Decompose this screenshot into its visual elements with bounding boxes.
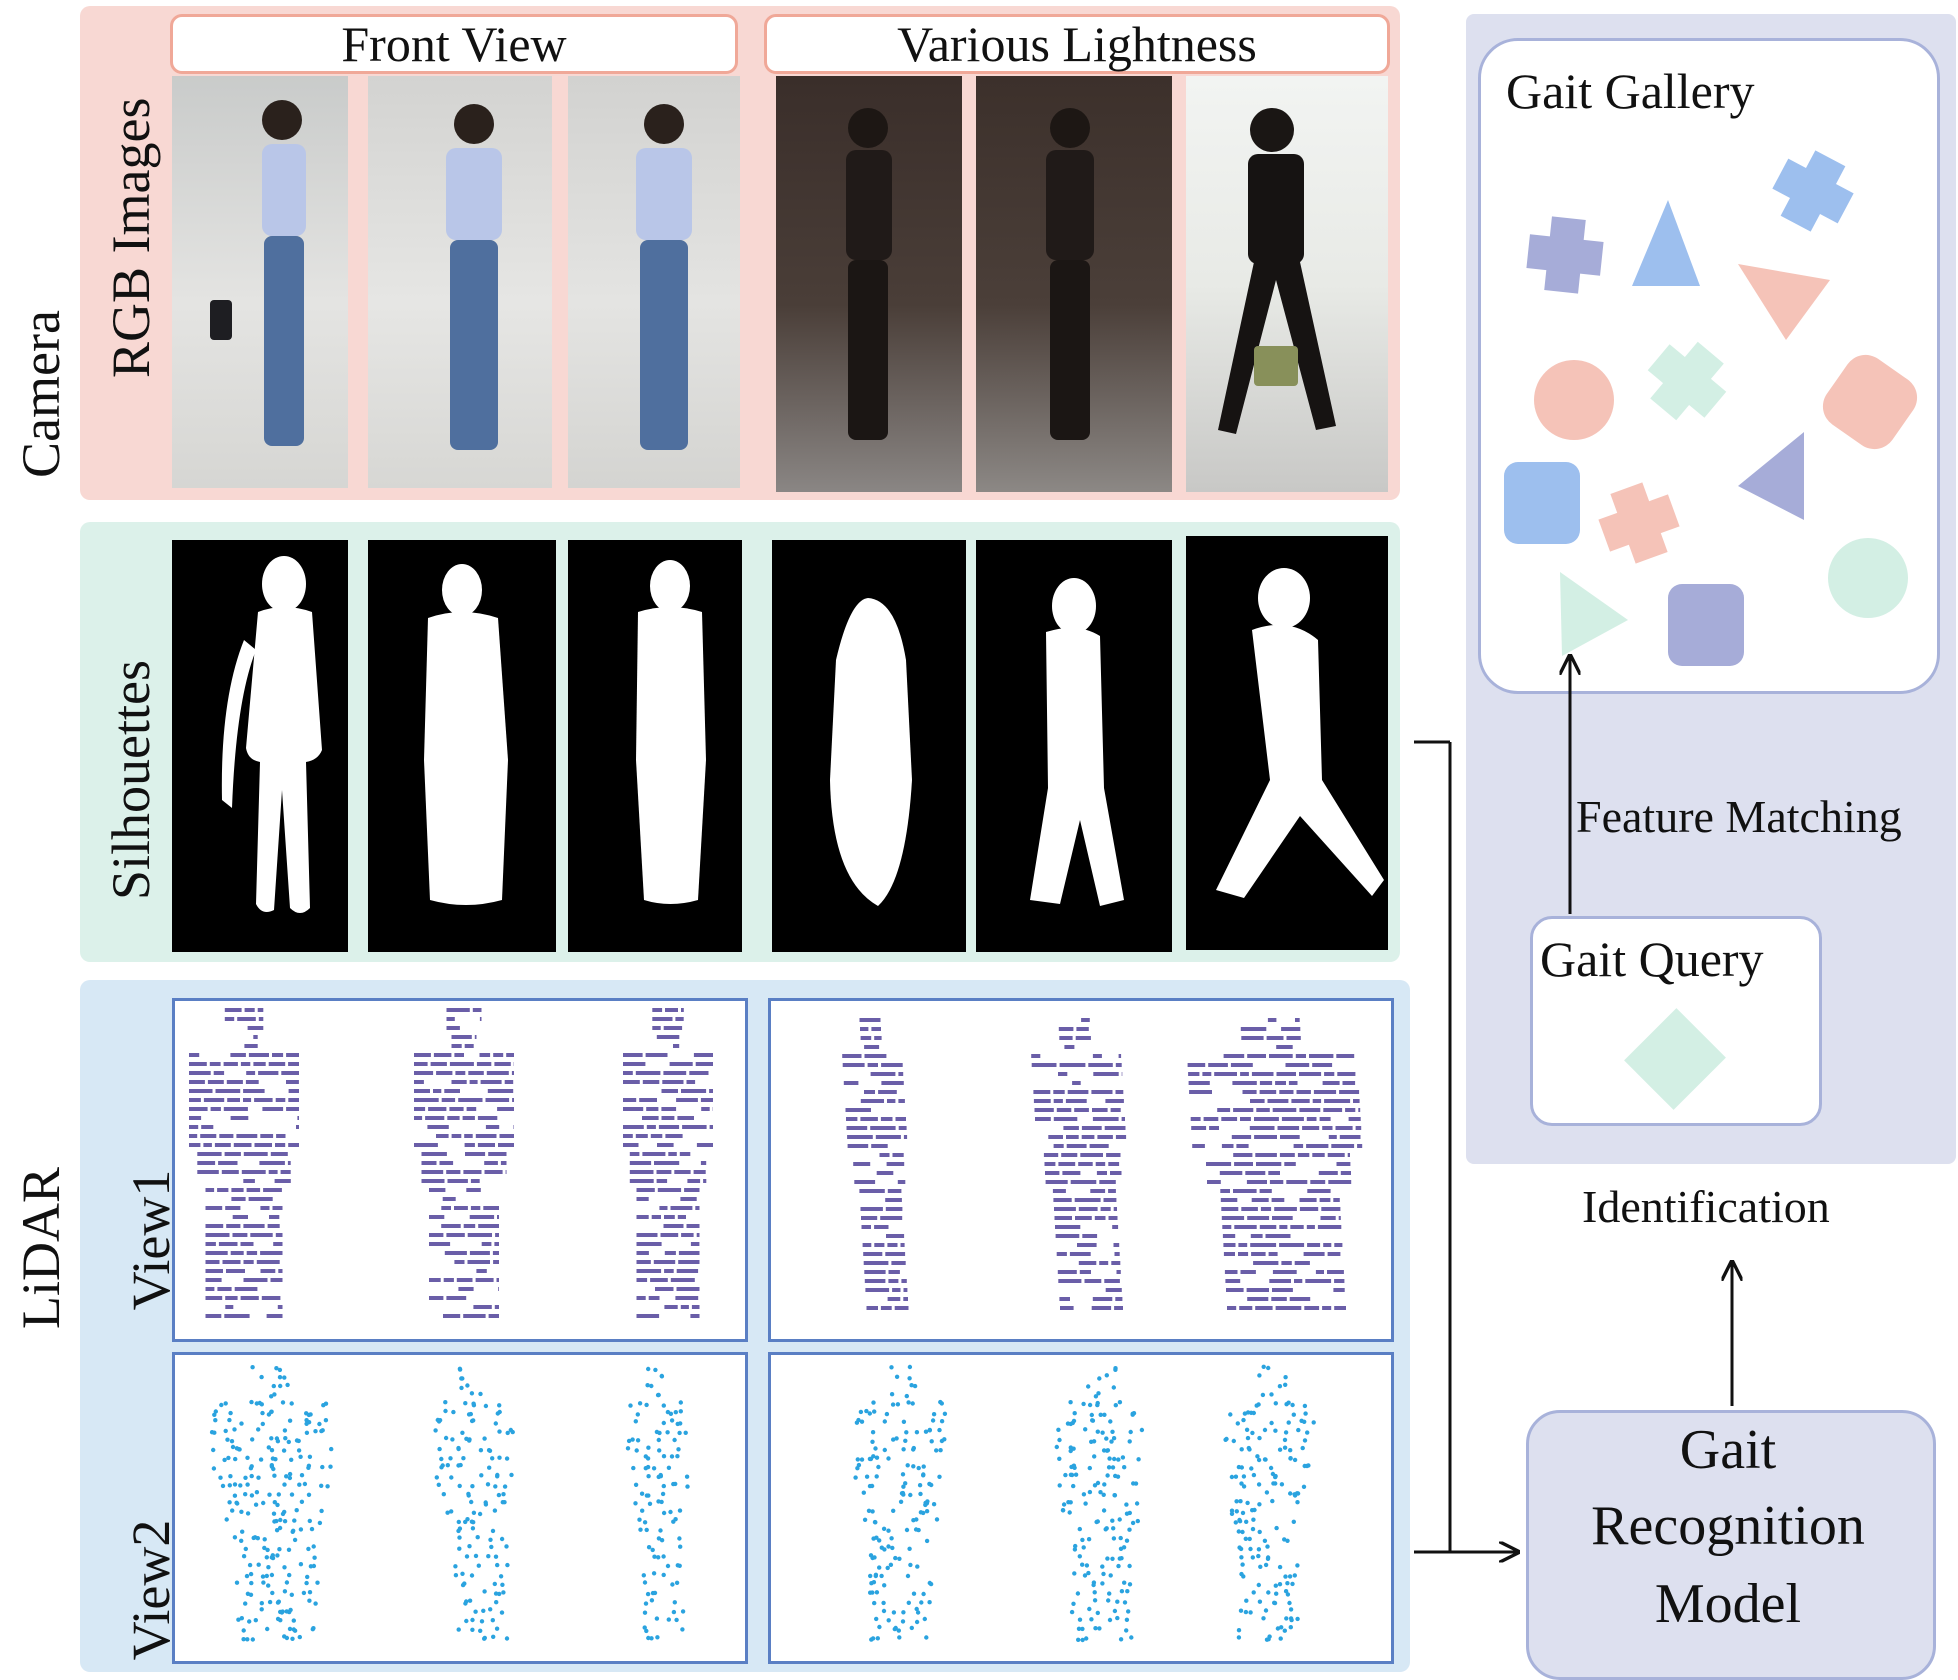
gallery-triangle-mint <box>1560 572 1628 656</box>
rgb-person-front-1 <box>210 100 306 446</box>
rgb-person-bright-3 <box>1218 108 1336 434</box>
rgb-person-dark-1 <box>846 108 892 440</box>
gallery-rounded-square-pink <box>1814 346 1925 457</box>
connectors <box>1414 656 1732 1552</box>
gallery-cross-pink <box>1592 476 1687 571</box>
lidar-v2-figure-5 <box>1055 1366 1145 1642</box>
gallery-square-purple <box>1668 584 1744 666</box>
gallery-triangle-purple <box>1738 432 1804 520</box>
gallery-triangle-pink <box>1738 264 1830 340</box>
query-diamond-mint <box>1624 1008 1726 1110</box>
gallery-square-blue <box>1504 462 1580 544</box>
lidar-v2-figure-1 <box>210 1365 333 1642</box>
gallery-circle-mint <box>1828 538 1908 618</box>
rgb-person-dark-2 <box>1046 108 1094 440</box>
lidar-v2-figure-3 <box>626 1367 690 1641</box>
gallery-triangle-blue <box>1632 200 1700 286</box>
lidar-v2-figure-6 <box>1223 1365 1316 1642</box>
lidar-point-clouds <box>189 1008 1362 1642</box>
lidar-v1-figure-2 <box>414 1008 514 1318</box>
lidar-v1-figure-3 <box>623 1008 713 1318</box>
lidar-v1-figure-5 <box>1031 1018 1126 1310</box>
silhouette-shapes <box>222 556 1384 913</box>
gallery-shapes <box>1504 141 1926 666</box>
rgb-person-front-3 <box>636 104 692 450</box>
rgb-person-front-2 <box>446 104 502 450</box>
gallery-cross-purple <box>1524 214 1605 295</box>
lidar-v2-figure-4 <box>853 1365 947 1642</box>
lidar-v1-figure-6 <box>1188 1018 1363 1310</box>
gallery-cross-mint <box>1635 329 1739 433</box>
lidar-v1-figure-1 <box>189 1008 299 1318</box>
gallery-cross-blue <box>1763 141 1863 241</box>
gallery-circle-pink <box>1534 360 1614 440</box>
lidar-v1-figure-4 <box>842 1018 908 1310</box>
lidar-v2-figure-2 <box>433 1367 515 1641</box>
